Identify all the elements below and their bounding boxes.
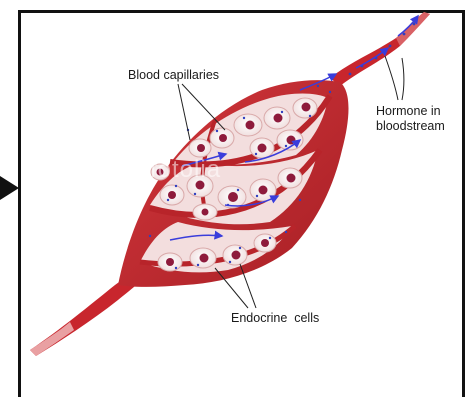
label-endocrine-cells: Endocrine cells	[231, 311, 319, 326]
endocrine-cell	[264, 107, 290, 129]
label-hormone-in-bloodstream: Hormone in bloodstream	[376, 104, 466, 134]
endocrine-cell	[250, 179, 276, 201]
inlet-vessel-fade	[30, 322, 74, 356]
watermark-text: fotolia	[150, 156, 221, 184]
endocrine-cell	[160, 185, 184, 205]
pointer-line-hormone	[402, 58, 404, 100]
pointer-line-blood-capillaries	[182, 84, 225, 130]
endocrine-cell	[254, 234, 276, 252]
endocrine-cell	[223, 245, 247, 265]
endocrine-cell	[193, 204, 217, 220]
pointer-line-blood-capillaries	[178, 84, 190, 140]
endocrine-cell	[293, 98, 317, 118]
outlet-vessel-tip	[396, 12, 430, 46]
label-blood-capillaries: Blood capillaries	[128, 68, 219, 83]
endocrine-cell	[218, 186, 246, 208]
endocrine-cell	[234, 114, 262, 136]
endocrine-cell	[250, 138, 274, 158]
pointer-line-hormone	[385, 56, 398, 100]
label-hormone-line2: bloodstream	[376, 119, 445, 133]
endocrine-cell	[189, 139, 211, 157]
endocrine-cell	[278, 168, 302, 188]
endocrine-cell	[190, 248, 216, 268]
endocrine-cell	[158, 253, 182, 271]
label-hormone-line1: Hormone in	[376, 104, 441, 118]
endocrine-cell	[210, 128, 234, 148]
